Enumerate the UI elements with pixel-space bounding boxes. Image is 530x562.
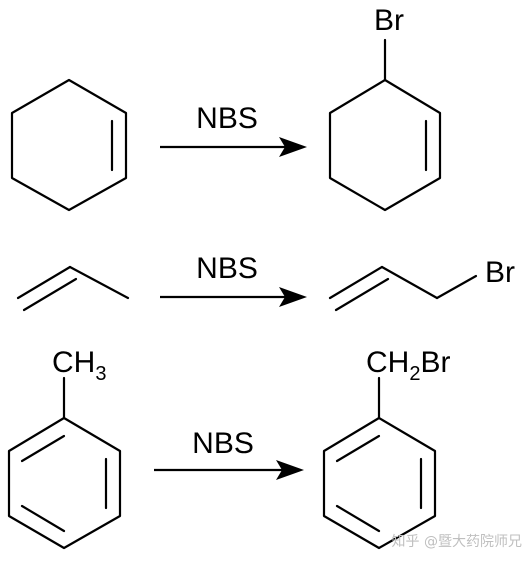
arrow-3: [154, 460, 304, 480]
reactant-cyclohexene: [10, 78, 128, 212]
aromatic-double-bond: [335, 504, 381, 533]
reaction-2: NBS Br: [16, 252, 515, 312]
bromine-label-2: Br: [485, 256, 515, 289]
reagent-label-1: NBS: [196, 102, 258, 135]
reagent-label-2: NBS: [196, 252, 258, 285]
arrow-2: [160, 287, 307, 307]
methyl-label: CH3: [52, 346, 106, 385]
c-br-bond: [435, 274, 478, 300]
reaction-3: CH3 NBS CH2Br: [7, 346, 450, 550]
reactant-toluene: [7, 376, 122, 550]
bromine-label-1: Br: [374, 4, 404, 37]
aromatic-double-bond: [20, 434, 66, 463]
product-allyl-bromide: [328, 265, 478, 312]
aromatic-double-bond: [20, 504, 66, 533]
product-benzyl-bromide: [322, 376, 437, 550]
bromomethyl-label: CH2Br: [366, 346, 450, 385]
watermark: 知乎 @暨大药院师兄: [392, 533, 522, 550]
double-bond: [22, 277, 78, 312]
arrow-1: [160, 137, 307, 157]
double-bond: [334, 277, 390, 312]
aromatic-double-bond: [335, 434, 381, 463]
reactant-propene: [16, 265, 130, 312]
product-3-bromocyclohexene: [328, 38, 442, 212]
reaction-1: NBS Br: [10, 4, 442, 212]
reagent-label-3: NBS: [192, 427, 254, 460]
